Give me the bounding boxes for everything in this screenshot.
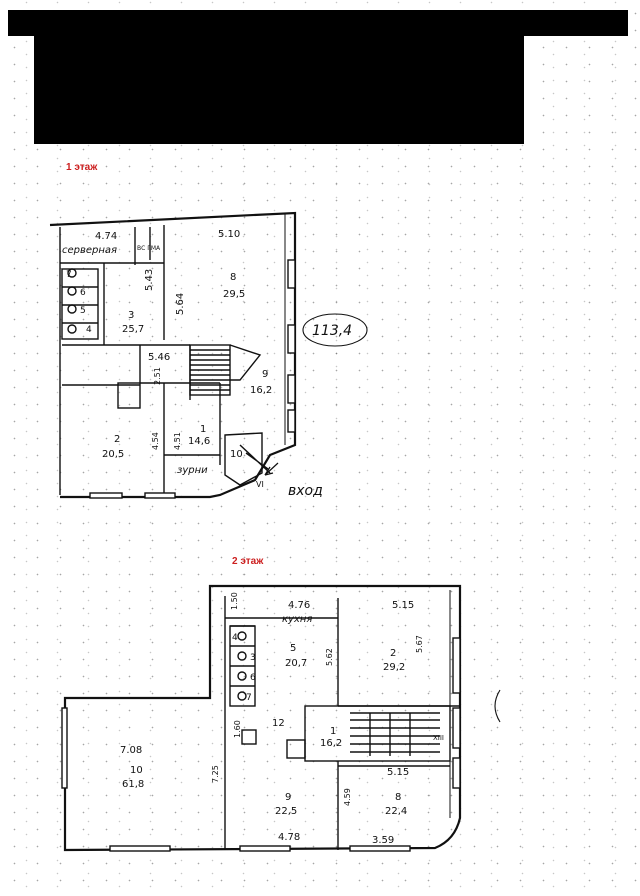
f1-servernaya: серверная (62, 245, 117, 256)
f2-room3-num: 3 (250, 653, 256, 663)
f2-room1-num: 1 (330, 726, 336, 737)
floor1-plan: 4.74 серверная ВС ГМА 5.10 8 29,5 5.43 5… (40, 205, 370, 515)
f1-total-area: 113,4 (312, 323, 352, 339)
f2-room10-area: 61,8 (122, 779, 144, 790)
f2-dim-459: 4.59 (343, 788, 352, 806)
floor1-label: 1 этаж (66, 162, 98, 173)
f1-room3-num: 3 (128, 310, 134, 321)
f2-dim-160: 1.60 (233, 720, 242, 738)
f1-room2-area: 20,5 (102, 449, 124, 460)
f1-box-text: ВС ГМА (137, 245, 161, 252)
f1-entrance: вход (288, 483, 323, 499)
f1-room3-area: 25,7 (122, 324, 144, 335)
f1-dim-454: 4.54 (151, 432, 160, 450)
f2-room7-num: 7 (246, 693, 252, 703)
redaction-block (34, 34, 524, 144)
f2-dim-359: 3.59 (372, 835, 394, 846)
f1-room8-num: 8 (230, 272, 236, 283)
floor2-label: 2 этаж (232, 556, 264, 567)
f2-dim-476: 4.76 (288, 600, 310, 611)
redaction-bar-top (8, 10, 628, 36)
f2-room5-num: 5 (290, 643, 296, 654)
f1-room8-area: 29,5 (223, 289, 245, 300)
f1-room9-num: 9 (262, 369, 268, 380)
f2-dim-725: 7.25 (211, 765, 220, 783)
f2-room8-num: 8 (395, 792, 401, 803)
f1-dim-474: 4.74 (95, 231, 117, 242)
f2-room5-area: 20,7 (285, 658, 307, 669)
f1-room4-num: 4 (86, 325, 92, 335)
f2-room1-area: 16,2 (320, 738, 342, 749)
f1-room6-num: 6 (80, 288, 86, 298)
f1-dim-546: 5.46 (148, 352, 170, 363)
f2-room2-area: 29,2 (383, 662, 405, 673)
f1-room10-num: 10 (230, 449, 243, 460)
f1-dim-451: 4.51 (173, 432, 182, 450)
f2-mark-XIII: XIII (433, 734, 444, 742)
f2-room4-num: 4 (232, 633, 238, 643)
f2-room6-num: 6 (250, 673, 256, 683)
f1-dim-510: 5.10 (218, 229, 240, 240)
floor2-plan: 1.50 4.76 кухня 5.15 5.67 5 20,7 5.62 2 … (50, 578, 520, 868)
f1-room5-num: 5 (80, 306, 86, 316)
f2-room12-num: 12 (272, 718, 285, 729)
floor2-plan-svg: 1.50 4.76 кухня 5.15 5.67 5 20,7 5.62 2 … (61, 584, 501, 852)
f2-room9-area: 22,5 (275, 806, 297, 817)
f2-dim-150: 1.50 (230, 592, 239, 610)
f2-room2-num: 2 (390, 648, 396, 659)
f2-room8-area: 22,4 (385, 806, 407, 817)
f1-room1-num: 1 (200, 424, 206, 435)
f2-room9-num: 9 (285, 792, 291, 803)
f1-mark-VI: VI (256, 480, 264, 489)
f2-dim-478: 4.78 (278, 832, 300, 843)
f1-room9-area: 16,2 (250, 385, 272, 396)
f2-dim-515a: 5.15 (392, 600, 414, 611)
f1-room1-area: 14,6 (188, 436, 210, 447)
f1-room7-num: 7 (66, 270, 72, 280)
f2-dim-567: 5.67 (415, 635, 424, 653)
f1-zurni: зурни (177, 465, 208, 476)
f1-dim-564: 5.64 (175, 293, 186, 315)
f2-dim-562: 5.62 (325, 648, 334, 666)
f2-dim-515b: 5.15 (387, 767, 409, 778)
f2-room10-num: 10 (130, 765, 143, 776)
f1-dim-251: 2.51 (153, 367, 162, 385)
f2-kitchen: кухня (282, 614, 312, 625)
f2-dim-708: 7.08 (120, 745, 142, 756)
f1-room2-num: 2 (114, 434, 120, 445)
f1-dim-543: 5.43 (144, 269, 155, 291)
floor1-plan-svg: 4.74 серверная ВС ГМА 5.10 8 29,5 5.43 5… (49, 211, 368, 499)
